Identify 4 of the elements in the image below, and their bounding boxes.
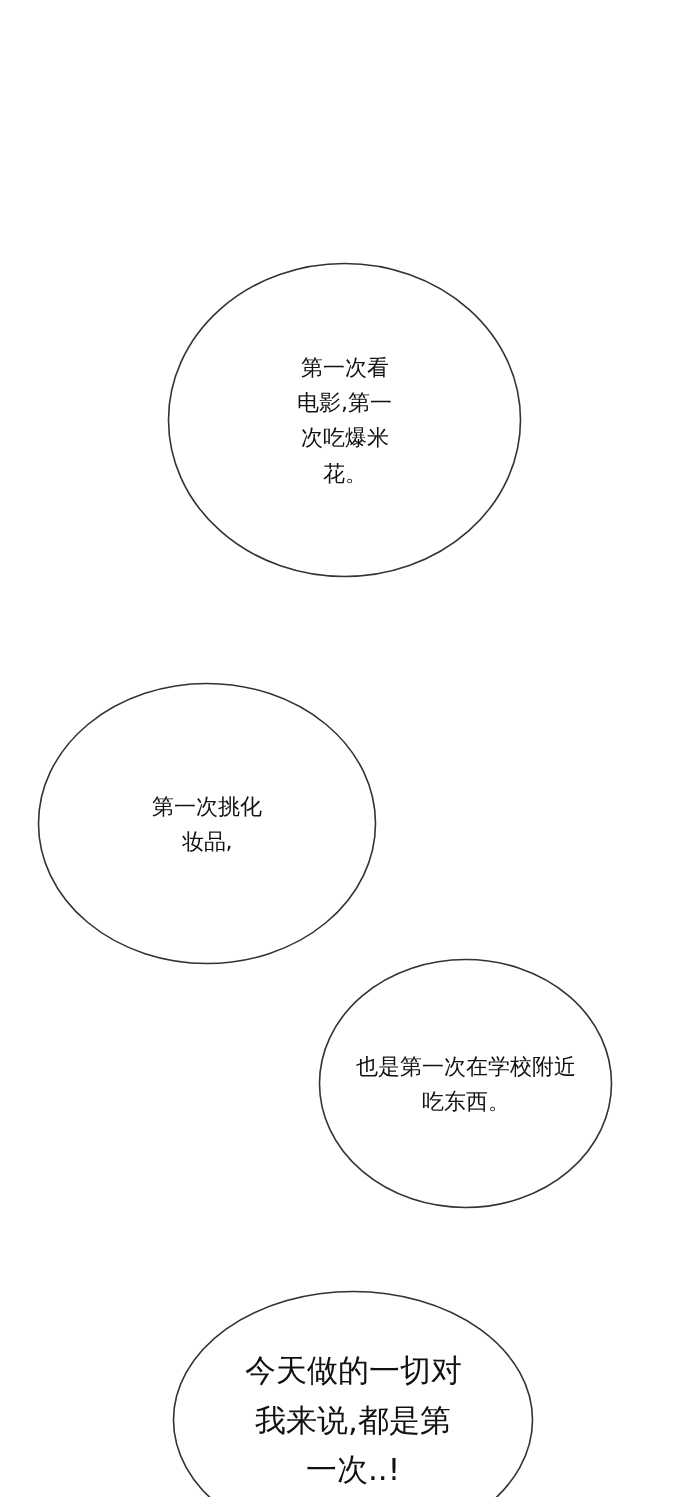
dialogue-text: 今天做的一切对我来说,都是第一次..! <box>243 1350 463 1489</box>
dialogue-text: 第一次看电影,第一次吃爆米花。 <box>296 353 393 488</box>
dialogue-text: 第一次挑化妆品, <box>151 792 263 856</box>
dialogue-text: 也是第一次在学校附近吃东西。 <box>354 1052 577 1116</box>
